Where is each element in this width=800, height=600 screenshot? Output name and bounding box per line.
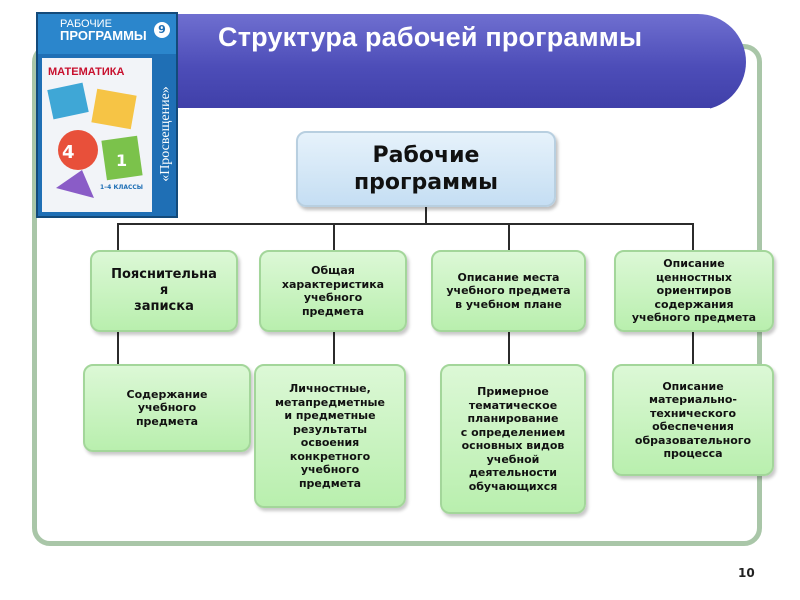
book-cover-image: РАБОЧИЕ ПРОГРАММЫ 9 МАТЕМАТИКА 4 1 1–4 К… — [36, 12, 178, 218]
node-subject-place: Описание места учебного предмета в учебн… — [431, 250, 586, 332]
book-publisher-spine: «Просвещение» — [156, 54, 176, 214]
connector-node1-to-sub1 — [117, 332, 119, 364]
page-number: 10 — [738, 566, 755, 580]
node-label: Описание материально- технического обесп… — [634, 379, 752, 461]
node-label: Общая характеристика учебного предмета — [281, 264, 385, 318]
node-label: Личностные, метапредметные и предметные … — [275, 382, 385, 490]
root-node-label: Рабочие программы — [353, 143, 498, 195]
book-publisher: «Просвещение» — [158, 86, 173, 182]
node-material-support: Описание материально- технического обесп… — [612, 364, 774, 476]
book-subject: МАТЕМАТИКА — [48, 66, 125, 78]
title-underline — [170, 108, 710, 111]
node-value-orientations: Описание ценностных ориентиров содержани… — [614, 250, 774, 332]
diagram-root-node: Рабочие программы — [296, 131, 556, 207]
connector-node2-to-sub2 — [333, 332, 335, 364]
node-label: Примерное тематическое планирование с оп… — [460, 385, 566, 493]
book-header — [38, 14, 176, 54]
book-grades: 1–4 КЛАССЫ — [100, 184, 143, 191]
book-illustration: МАТЕМАТИКА 4 1 1–4 КЛАССЫ — [42, 58, 152, 212]
node-explanatory-note: Пояснительна я записка — [90, 250, 238, 332]
node-subject-content: Содержание учебного предмета — [83, 364, 251, 452]
title-bar — [148, 14, 746, 110]
node-general-characteristics: Общая характеристика учебного предмета — [259, 250, 407, 332]
connector-to-node-3 — [508, 223, 510, 250]
node-learning-results: Личностные, метапредметные и предметные … — [254, 364, 406, 508]
node-label: Пояснительна я записка — [111, 267, 217, 314]
connector-to-node-1 — [117, 223, 119, 250]
connector-root-down — [425, 207, 427, 224]
node-thematic-planning: Примерное тематическое планирование с оп… — [440, 364, 586, 514]
slide-title: Структура рабочей программы — [218, 22, 643, 52]
connector-node3-to-sub3 — [508, 332, 510, 364]
book-series-title: РАБОЧИЕ ПРОГРАММЫ — [60, 18, 147, 43]
connector-to-node-2 — [333, 223, 335, 250]
node-label: Содержание учебного предмета — [126, 387, 208, 428]
connector-node4-to-sub4 — [692, 332, 694, 364]
connector-horizontal — [117, 223, 693, 225]
book-series-line2: ПРОГРАММЫ — [60, 28, 147, 43]
node-label: Описание ценностных ориентиров содержани… — [631, 257, 757, 325]
book-illustration-art: 4 1 — [47, 82, 143, 198]
connector-to-node-4 — [692, 223, 694, 250]
svg-text:1: 1 — [116, 151, 127, 170]
node-label: Описание места учебного предмета в учебн… — [446, 270, 571, 311]
svg-text:4: 4 — [62, 142, 75, 163]
book-series-line1: РАБОЧИЕ — [60, 18, 112, 30]
book-logo-icon: 9 — [154, 22, 170, 38]
